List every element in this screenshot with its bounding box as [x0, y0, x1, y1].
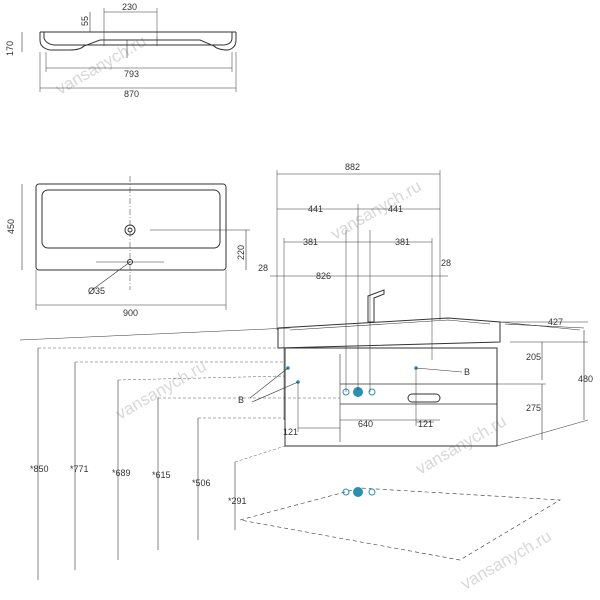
- cabinet-body: [284, 347, 498, 447]
- dim-170: 170: [5, 41, 15, 56]
- drain-fitting-icon: [353, 487, 363, 497]
- drain-fitting-icon: [353, 387, 363, 397]
- dim-441-left: 441: [308, 204, 323, 214]
- dim-793: 793: [124, 69, 139, 79]
- basin-outline: [41, 189, 221, 249]
- faucet: [367, 289, 385, 323]
- dim-450: 450: [6, 219, 16, 234]
- sink-section-inner: [43, 32, 233, 46]
- dim-220: 220: [236, 245, 246, 260]
- fitting-ring-icon: [342, 488, 350, 496]
- label-b-right: B: [464, 367, 470, 377]
- height-771: *771: [70, 464, 89, 474]
- height-291: *291: [228, 496, 247, 506]
- sink-plan-view: [21, 176, 250, 310]
- cabinet-view: [19, 289, 581, 561]
- accent-fittings: [286, 366, 418, 497]
- dim-205: 205: [526, 352, 541, 362]
- sink-section-view: [21, 8, 237, 92]
- dim-480: 480: [578, 374, 593, 384]
- ext-line: [496, 419, 589, 447]
- dim-640: 640: [358, 419, 373, 429]
- leader-d35: [91, 261, 131, 291]
- height-689: *689: [112, 468, 131, 478]
- floor-outline: [239, 487, 561, 561]
- wall-line: [19, 327, 291, 341]
- dim-381-left: 381: [303, 237, 318, 247]
- leader-b: [251, 381, 299, 403]
- basin-rim: [289, 319, 491, 331]
- leader-b: [249, 367, 289, 399]
- leader-b: [415, 367, 463, 373]
- ext-line: [234, 445, 286, 463]
- dim-870: 870: [124, 89, 139, 99]
- countertop: [277, 317, 501, 349]
- sink-plan-outline: [35, 183, 227, 271]
- dim-121-left: 121: [283, 427, 298, 437]
- height-615: *615: [152, 470, 171, 480]
- dim-d35: Ø35: [88, 286, 105, 296]
- fitting-ring-icon: [368, 388, 376, 396]
- cabinet-dimensions: [37, 170, 589, 580]
- dim-882: 882: [345, 162, 360, 172]
- height-506: *506: [192, 478, 211, 488]
- watermark-text: vansanych.ru: [458, 526, 555, 593]
- ext-line: [117, 375, 286, 381]
- dim-441-right: 441: [388, 204, 403, 214]
- dim-121-right: 121: [418, 419, 433, 429]
- dim-line-427: [504, 323, 585, 329]
- watermark-text: vansanych.ru: [328, 176, 425, 243]
- watermark-text: vansanych.ru: [113, 356, 210, 423]
- fitting-ring-icon: [368, 488, 376, 496]
- dim-900: 900: [123, 308, 138, 318]
- dim-55: 55: [80, 16, 90, 26]
- height-850: *850: [30, 464, 49, 474]
- dim-28-left: 28: [258, 263, 268, 273]
- dim-381-right: 381: [395, 237, 410, 247]
- dim-427: 427: [548, 317, 563, 327]
- dim-28-right: 28: [441, 258, 451, 268]
- label-b-left: B: [238, 395, 244, 405]
- dim-230: 230: [122, 2, 137, 12]
- sink-section-outline: [39, 32, 237, 51]
- dim-275: 275: [526, 403, 541, 413]
- dim-826: 826: [316, 271, 331, 281]
- drawer-handle: [407, 393, 441, 403]
